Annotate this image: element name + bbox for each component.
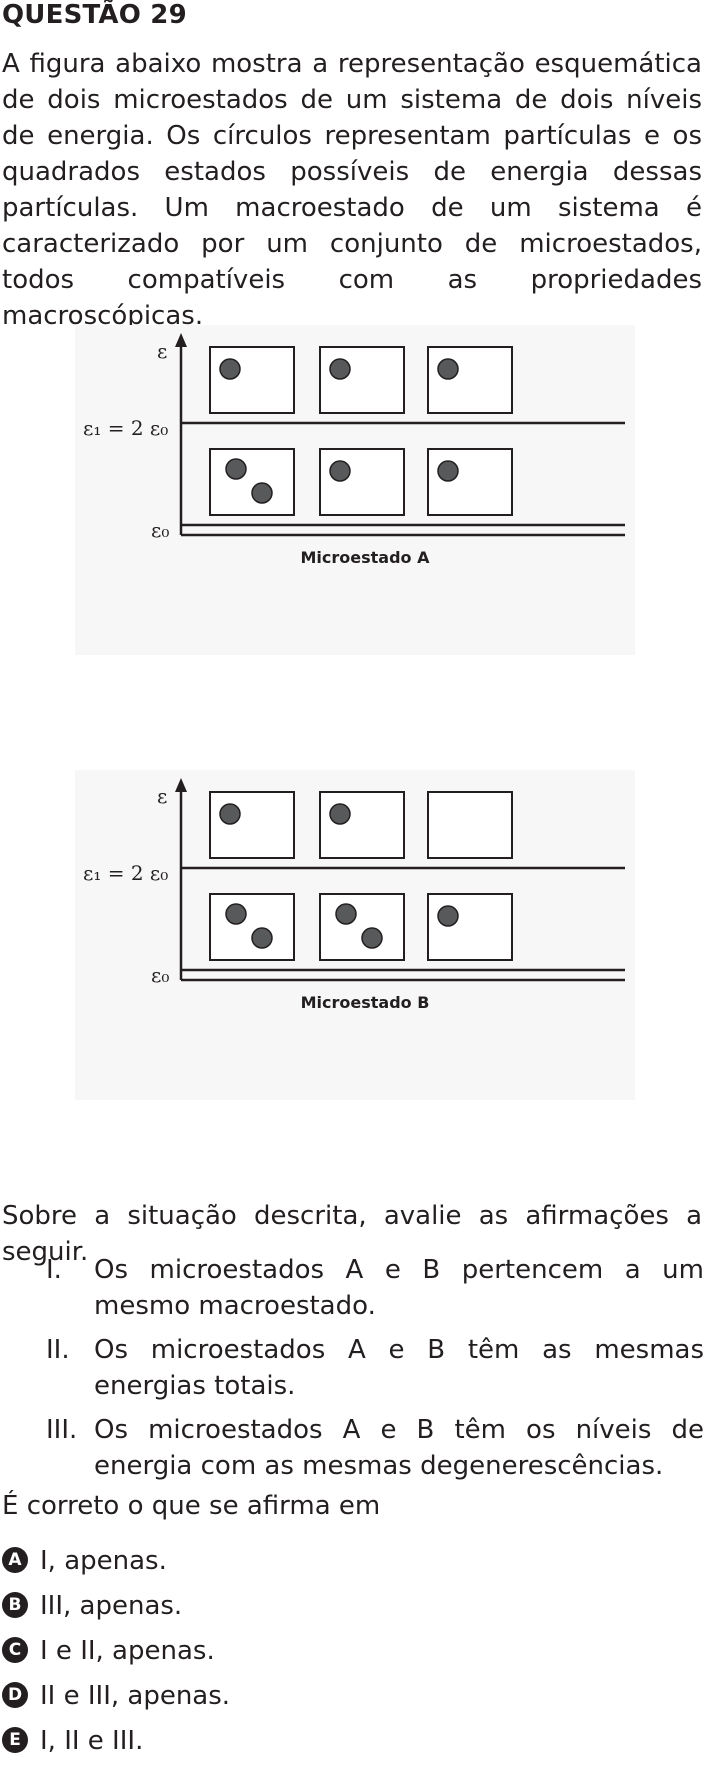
particle-circle bbox=[225, 903, 247, 925]
statement-number: III. bbox=[46, 1415, 78, 1445]
question-prompt: É correto o que se afirma em bbox=[2, 1491, 381, 1521]
statement-text: Os microestados A e B pertencem a um mes… bbox=[94, 1255, 704, 1321]
option-text: I e II, apenas. bbox=[40, 1636, 215, 1666]
option-text: III, apenas. bbox=[40, 1591, 183, 1621]
option-b[interactable]: B III, apenas. bbox=[2, 1590, 182, 1622]
figure-caption: Microestado B bbox=[301, 993, 430, 1012]
axis-arrow-icon bbox=[175, 778, 187, 792]
option-letter-badge: D bbox=[2, 1681, 28, 1708]
statement-3: III. Os microestados A e B têm os níveis… bbox=[46, 1412, 706, 1484]
particle-circle bbox=[219, 803, 241, 825]
particle-circle bbox=[225, 458, 247, 480]
statement-number: I. bbox=[46, 1255, 62, 1285]
option-letter-badge: C bbox=[2, 1636, 28, 1663]
lower-level-label: ε₀ bbox=[151, 963, 169, 987]
statements-lead: Sobre a situação descrita, avalie as afi… bbox=[2, 1201, 702, 1267]
figure-caption: Microestado A bbox=[301, 548, 431, 567]
upper-energy-state-box bbox=[319, 346, 405, 414]
particle-circle bbox=[329, 803, 351, 825]
option-letter-badge: E bbox=[2, 1726, 28, 1753]
statement-2: II. Os microestados A e B têm as mesmas … bbox=[46, 1332, 706, 1404]
particle-circle bbox=[251, 927, 273, 949]
statement-1: I. Os microestados A e B pertencem a um … bbox=[46, 1252, 706, 1324]
lower-energy-state-box bbox=[319, 893, 405, 961]
particle-circle bbox=[335, 903, 357, 925]
upper-energy-state-box bbox=[319, 791, 405, 859]
particle-circle bbox=[219, 358, 241, 380]
statement-text: Os microestados A e B têm as mesmas ener… bbox=[94, 1335, 704, 1401]
upper-level-label: ε₁ = 2 ε₀ bbox=[83, 861, 168, 885]
option-text: II e III, apenas. bbox=[40, 1681, 231, 1711]
lower-energy-state-box bbox=[209, 448, 295, 516]
option-c[interactable]: C I e II, apenas. bbox=[2, 1635, 215, 1667]
upper-energy-state-box bbox=[427, 791, 513, 859]
microstate-a-figure: ε ε₁ = 2 ε₀ ε₀ Microestado A bbox=[75, 325, 635, 735]
particle-circle bbox=[437, 358, 459, 380]
particle-circle bbox=[437, 905, 459, 927]
particle-circle bbox=[329, 460, 351, 482]
particle-circle bbox=[361, 927, 383, 949]
statement-text: Os microestados A e B têm os níveis de e… bbox=[94, 1415, 704, 1481]
energy-axis-label: ε bbox=[157, 339, 167, 363]
option-a[interactable]: A I, apenas. bbox=[2, 1545, 167, 1577]
lower-energy-state-box bbox=[209, 893, 295, 961]
axis-arrow-icon bbox=[175, 333, 187, 347]
option-letter-badge: A bbox=[2, 1546, 28, 1573]
microstate-b-figure: ε ε₁ = 2 ε₀ ε₀ Microestado B bbox=[75, 770, 635, 1175]
question-intro: A figura abaixo mostra a representação e… bbox=[2, 49, 702, 331]
particle-circle bbox=[251, 482, 273, 504]
lower-level-label: ε₀ bbox=[151, 518, 169, 542]
question-title: QUESTÃO 29 bbox=[2, 0, 187, 30]
option-e[interactable]: E I, II e III. bbox=[2, 1725, 143, 1757]
statement-number: II. bbox=[46, 1335, 70, 1365]
option-text: I, apenas. bbox=[40, 1546, 167, 1576]
upper-level-label: ε₁ = 2 ε₀ bbox=[83, 416, 168, 440]
option-letter-badge: B bbox=[2, 1591, 28, 1618]
option-text: I, II e III. bbox=[40, 1726, 144, 1756]
upper-energy-state-box bbox=[209, 791, 295, 859]
lower-energy-state-box bbox=[319, 448, 405, 516]
upper-energy-state-box bbox=[427, 346, 513, 414]
upper-energy-state-box bbox=[209, 346, 295, 414]
option-d[interactable]: D II e III, apenas. bbox=[2, 1680, 230, 1712]
particle-circle bbox=[329, 358, 351, 380]
lower-energy-state-box bbox=[427, 893, 513, 961]
lower-energy-state-box bbox=[427, 448, 513, 516]
energy-axis-label: ε bbox=[157, 784, 167, 808]
particle-circle bbox=[437, 460, 459, 482]
